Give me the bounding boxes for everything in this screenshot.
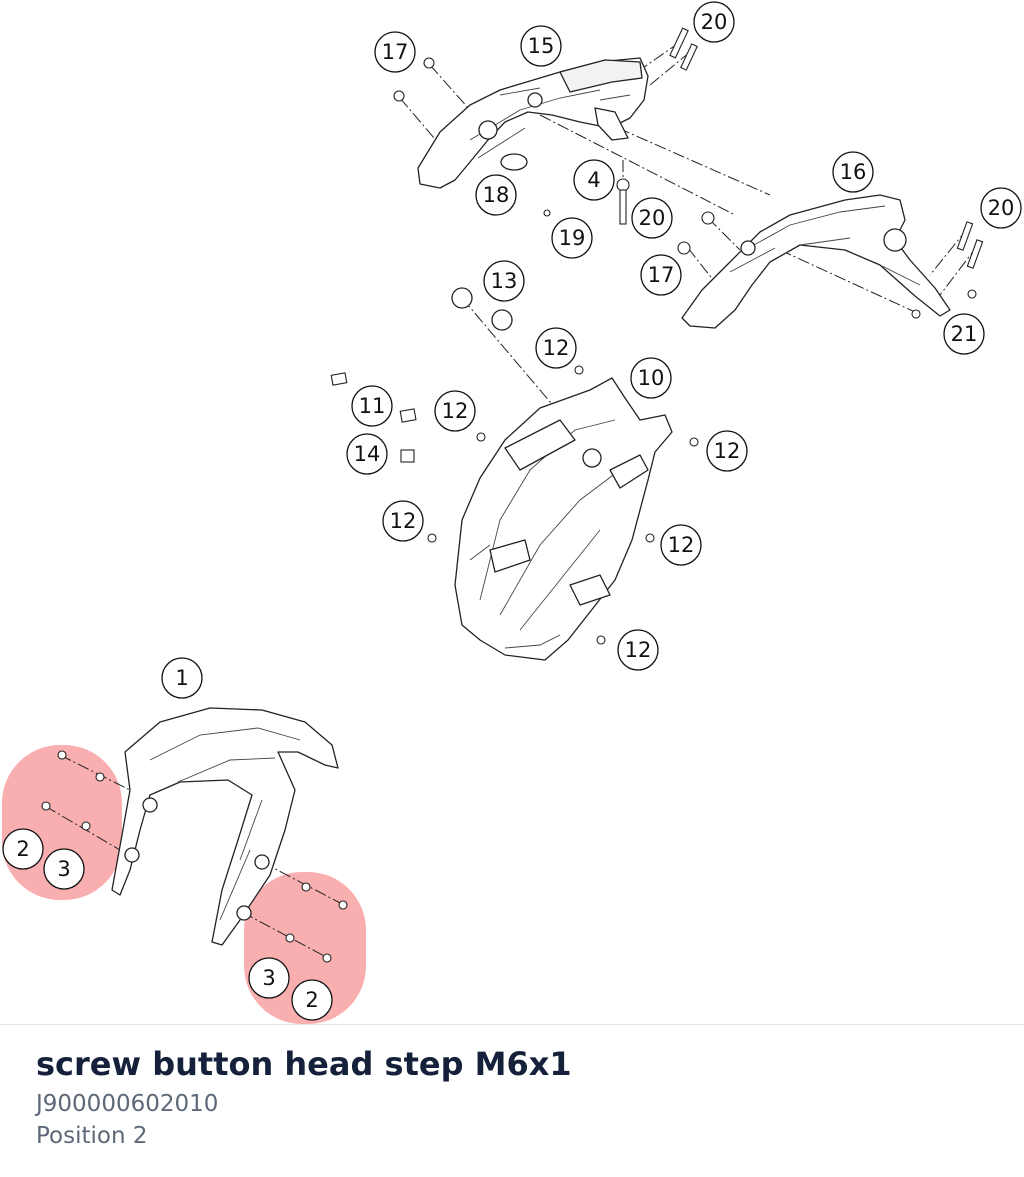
callout[interactable]: 20 <box>980 187 1022 229</box>
svg-text:10: 10 <box>638 366 665 390</box>
svg-text:17: 17 <box>648 263 675 287</box>
callout[interactable]: 12 <box>706 430 748 472</box>
callout[interactable]: 3 <box>248 957 290 999</box>
part-number: J900000602010 <box>36 1091 219 1117</box>
callout[interactable]: 3 <box>43 848 85 890</box>
svg-text:20: 20 <box>988 196 1015 220</box>
svg-text:11: 11 <box>359 394 386 418</box>
rear-inner-fender[interactable] <box>454 377 673 661</box>
callout[interactable]: 4 <box>573 159 615 201</box>
svg-text:12: 12 <box>442 399 469 423</box>
svg-text:13: 13 <box>491 269 518 293</box>
svg-text:4: 4 <box>587 168 600 192</box>
callout[interactable]: 10 <box>630 357 672 399</box>
part-position: Position 2 <box>36 1123 148 1149</box>
part-name: screw button head step M6x1 <box>36 1045 572 1083</box>
callout[interactable]: 2 <box>291 979 333 1021</box>
callout[interactable]: 19 <box>551 217 593 259</box>
callout[interactable]: 12 <box>660 524 702 566</box>
exploded-parts-diagram: 17 15 20 18 4 20 19 16 20 17 21 13 12 10… <box>2 1 1022 1024</box>
front-fender[interactable] <box>111 707 339 946</box>
svg-text:12: 12 <box>543 336 570 360</box>
svg-text:14: 14 <box>354 442 381 466</box>
svg-text:2: 2 <box>305 988 318 1012</box>
svg-text:3: 3 <box>57 857 70 881</box>
callout[interactable]: 13 <box>483 260 525 302</box>
svg-text:20: 20 <box>701 10 728 34</box>
svg-text:19: 19 <box>559 226 586 250</box>
svg-text:12: 12 <box>390 509 417 533</box>
callout[interactable]: 20 <box>631 197 673 239</box>
svg-text:20: 20 <box>639 206 666 230</box>
svg-text:17: 17 <box>382 40 409 64</box>
svg-text:15: 15 <box>528 34 555 58</box>
rear-bracket-upper[interactable] <box>417 57 649 189</box>
svg-text:2: 2 <box>16 837 29 861</box>
callout[interactable]: 12 <box>434 390 476 432</box>
callout[interactable]: 11 <box>351 385 393 427</box>
callout[interactable]: 18 <box>475 174 517 216</box>
callout[interactable]: 20 <box>693 1 735 43</box>
callout[interactable]: 2 <box>2 828 44 870</box>
svg-text:3: 3 <box>262 966 275 990</box>
hardware <box>41 27 984 963</box>
rear-bracket-lower[interactable] <box>681 194 951 329</box>
svg-text:12: 12 <box>714 439 741 463</box>
callout[interactable]: 12 <box>535 327 577 369</box>
part-info: screw button head step M6x1 J90000060201… <box>36 1040 988 1152</box>
svg-text:18: 18 <box>483 183 510 207</box>
svg-text:1: 1 <box>175 666 188 690</box>
svg-text:21: 21 <box>951 322 978 346</box>
callout[interactable]: 17 <box>374 31 416 73</box>
callout[interactable]: 21 <box>943 313 985 355</box>
svg-text:12: 12 <box>668 533 695 557</box>
callout[interactable]: 14 <box>346 433 388 475</box>
callout[interactable]: 15 <box>520 25 562 67</box>
callout[interactable]: 12 <box>382 500 424 542</box>
callout[interactable]: 16 <box>832 151 874 193</box>
callout[interactable]: 17 <box>640 254 682 296</box>
svg-text:16: 16 <box>840 160 867 184</box>
svg-text:12: 12 <box>625 638 652 662</box>
callout[interactable]: 12 <box>617 629 659 671</box>
callout[interactable]: 1 <box>161 657 203 699</box>
section-divider <box>0 1024 1024 1025</box>
